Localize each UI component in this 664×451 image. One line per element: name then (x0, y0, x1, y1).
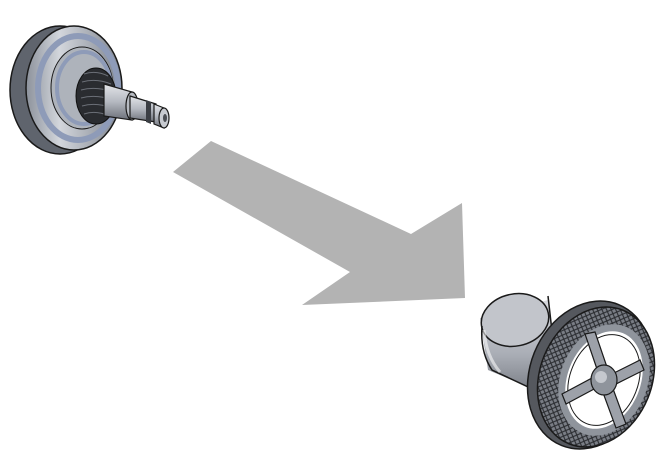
direction-arrow (173, 141, 465, 305)
knurled-knob-cap (480, 292, 656, 450)
knob-spokes (561, 331, 645, 429)
threaded-adapter-fitting (9, 25, 170, 155)
